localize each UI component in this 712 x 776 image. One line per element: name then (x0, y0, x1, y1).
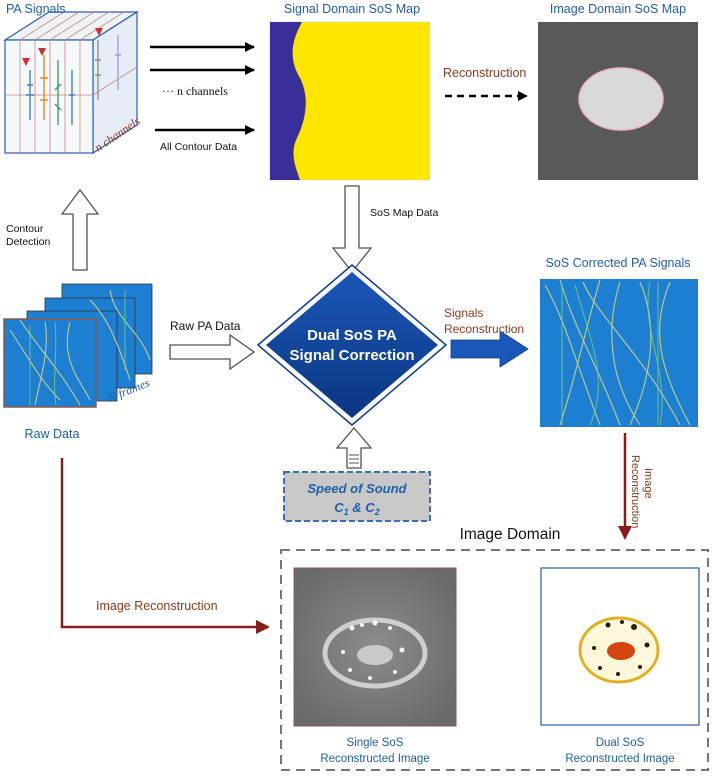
raw-data-frames (3, 283, 153, 408)
signals-reconstruction-label-2: Reconstruction (444, 322, 524, 336)
dual-caption-1: Dual SoS (596, 737, 645, 749)
sos-map-data-label: SoS Map Data (370, 207, 438, 219)
pa-signals-title: PA Signals (6, 2, 66, 16)
dual-caption-2: Reconstructed Image (565, 753, 674, 765)
image-reconstruction-arrows (60, 433, 632, 634)
signal-domain-map-title: Signal Domain SoS Map (284, 2, 420, 16)
single-caption-1: Single SoS (347, 737, 404, 749)
all-contour-data-label: All Contour Data (160, 141, 237, 153)
signals-reconstruction-label-1: Signals (444, 306, 483, 320)
image-domain-frame (280, 549, 709, 771)
contour-detection-arrow (60, 188, 100, 271)
reconstruction-label: Reconstruction (443, 66, 526, 80)
contour-detection-label-2: Detection (6, 236, 51, 248)
raw-data-title: Raw Data (25, 427, 80, 441)
speed-of-sound-label: Speed of Sound (308, 481, 408, 496)
image-domain-sos-map (538, 22, 698, 180)
dual-sos-image (540, 567, 700, 726)
contour-detection-label-1: Contour (6, 223, 44, 235)
n-channels-label: ··· n channels (162, 84, 228, 98)
speed-of-sound-box (283, 471, 431, 522)
image-reconstruction-label: Image Reconstruction (96, 599, 218, 613)
signal-domain-sos-map (269, 21, 431, 181)
image-reconstruction-vertical-2: Reconstruction (629, 455, 641, 528)
image-reconstruction-vertical-1: Image (642, 468, 654, 499)
center-box-label-2: Signal Correction (289, 347, 414, 364)
single-sos-image (293, 567, 457, 727)
sos-map-data-arrow (331, 185, 373, 274)
single-caption-2: Reconstructed Image (320, 753, 429, 765)
raw-pa-data-label: Raw PA Data (170, 319, 241, 333)
signals-reconstruction-arrow (450, 330, 529, 368)
raw-pa-data-arrow (169, 333, 256, 371)
top-arrows (150, 42, 528, 135)
sos-corrected-panel (540, 279, 698, 427)
speed-of-sound-values: C1 & C2 (334, 500, 379, 517)
speed-of-sound-arrow (335, 426, 373, 469)
dual-sos-correction-box (256, 264, 448, 426)
sos-corrected-title: SoS Corrected PA Signals (546, 256, 691, 270)
image-domain-map-title: Image Domain SoS Map (550, 2, 686, 16)
center-box-label-1: Dual SoS PA (307, 327, 397, 344)
pa-signals-cube (2, 10, 140, 155)
image-domain-title: Image Domain (460, 526, 561, 543)
